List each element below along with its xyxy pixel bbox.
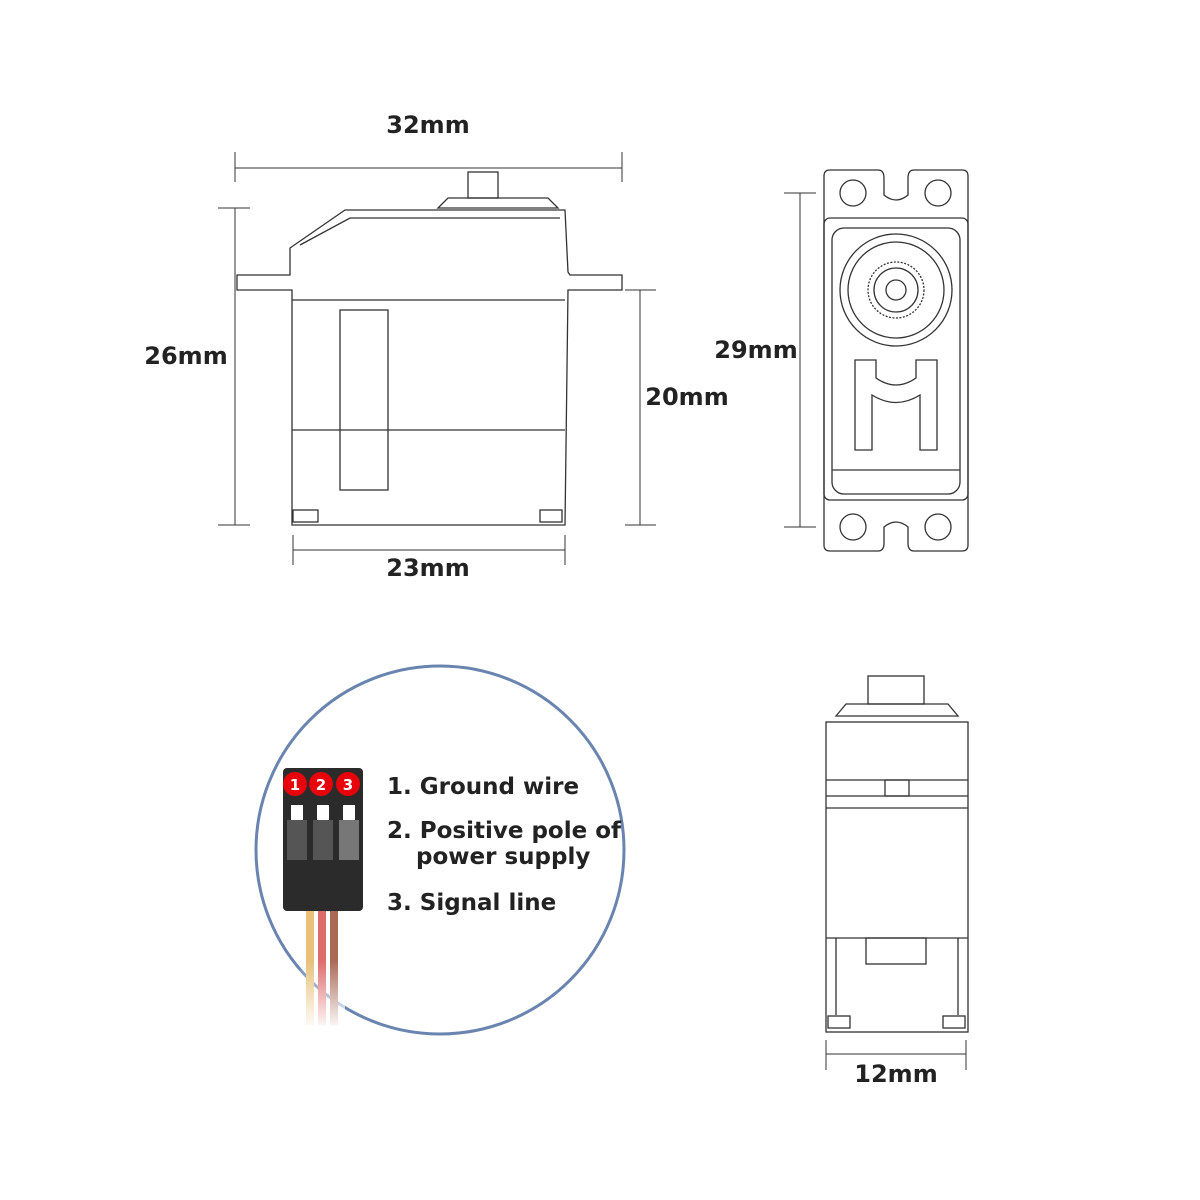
connector-plug <box>283 768 363 911</box>
legend-positive-pole-cont: power supply <box>416 844 590 870</box>
legend-positive-pole: 2. Positive pole of <box>387 818 622 844</box>
dim-height-total: 26mm <box>144 342 227 370</box>
top-view <box>823 169 969 552</box>
dim-top-length: 29mm <box>714 336 797 364</box>
pin-label-1: 1 <box>290 776 300 794</box>
pin-badge-3 <box>336 772 360 796</box>
wires <box>300 905 345 1030</box>
pin-badge-1 <box>283 772 307 796</box>
legend-circle <box>254 664 626 1036</box>
legend-ground-wire: 1. Ground wire <box>387 774 579 800</box>
front-view <box>236 171 623 526</box>
dimension-lines-side <box>825 1040 967 1070</box>
pin-label-3: 3 <box>343 776 353 794</box>
pin-label-2: 2 <box>316 776 326 794</box>
dimension-lines-front <box>218 152 656 565</box>
dim-side-width: 12mm <box>854 1060 937 1088</box>
dim-width-body: 23mm <box>386 554 469 582</box>
pin-badge-2 <box>309 772 333 796</box>
side-view <box>825 675 969 1033</box>
legend-signal-line: 3. Signal line <box>387 890 556 916</box>
dimension-lines-top <box>784 192 816 528</box>
pin-badges: 1 2 3 <box>283 772 360 796</box>
dim-width-total: 32mm <box>386 111 469 139</box>
dim-height-body: 20mm <box>645 383 728 411</box>
